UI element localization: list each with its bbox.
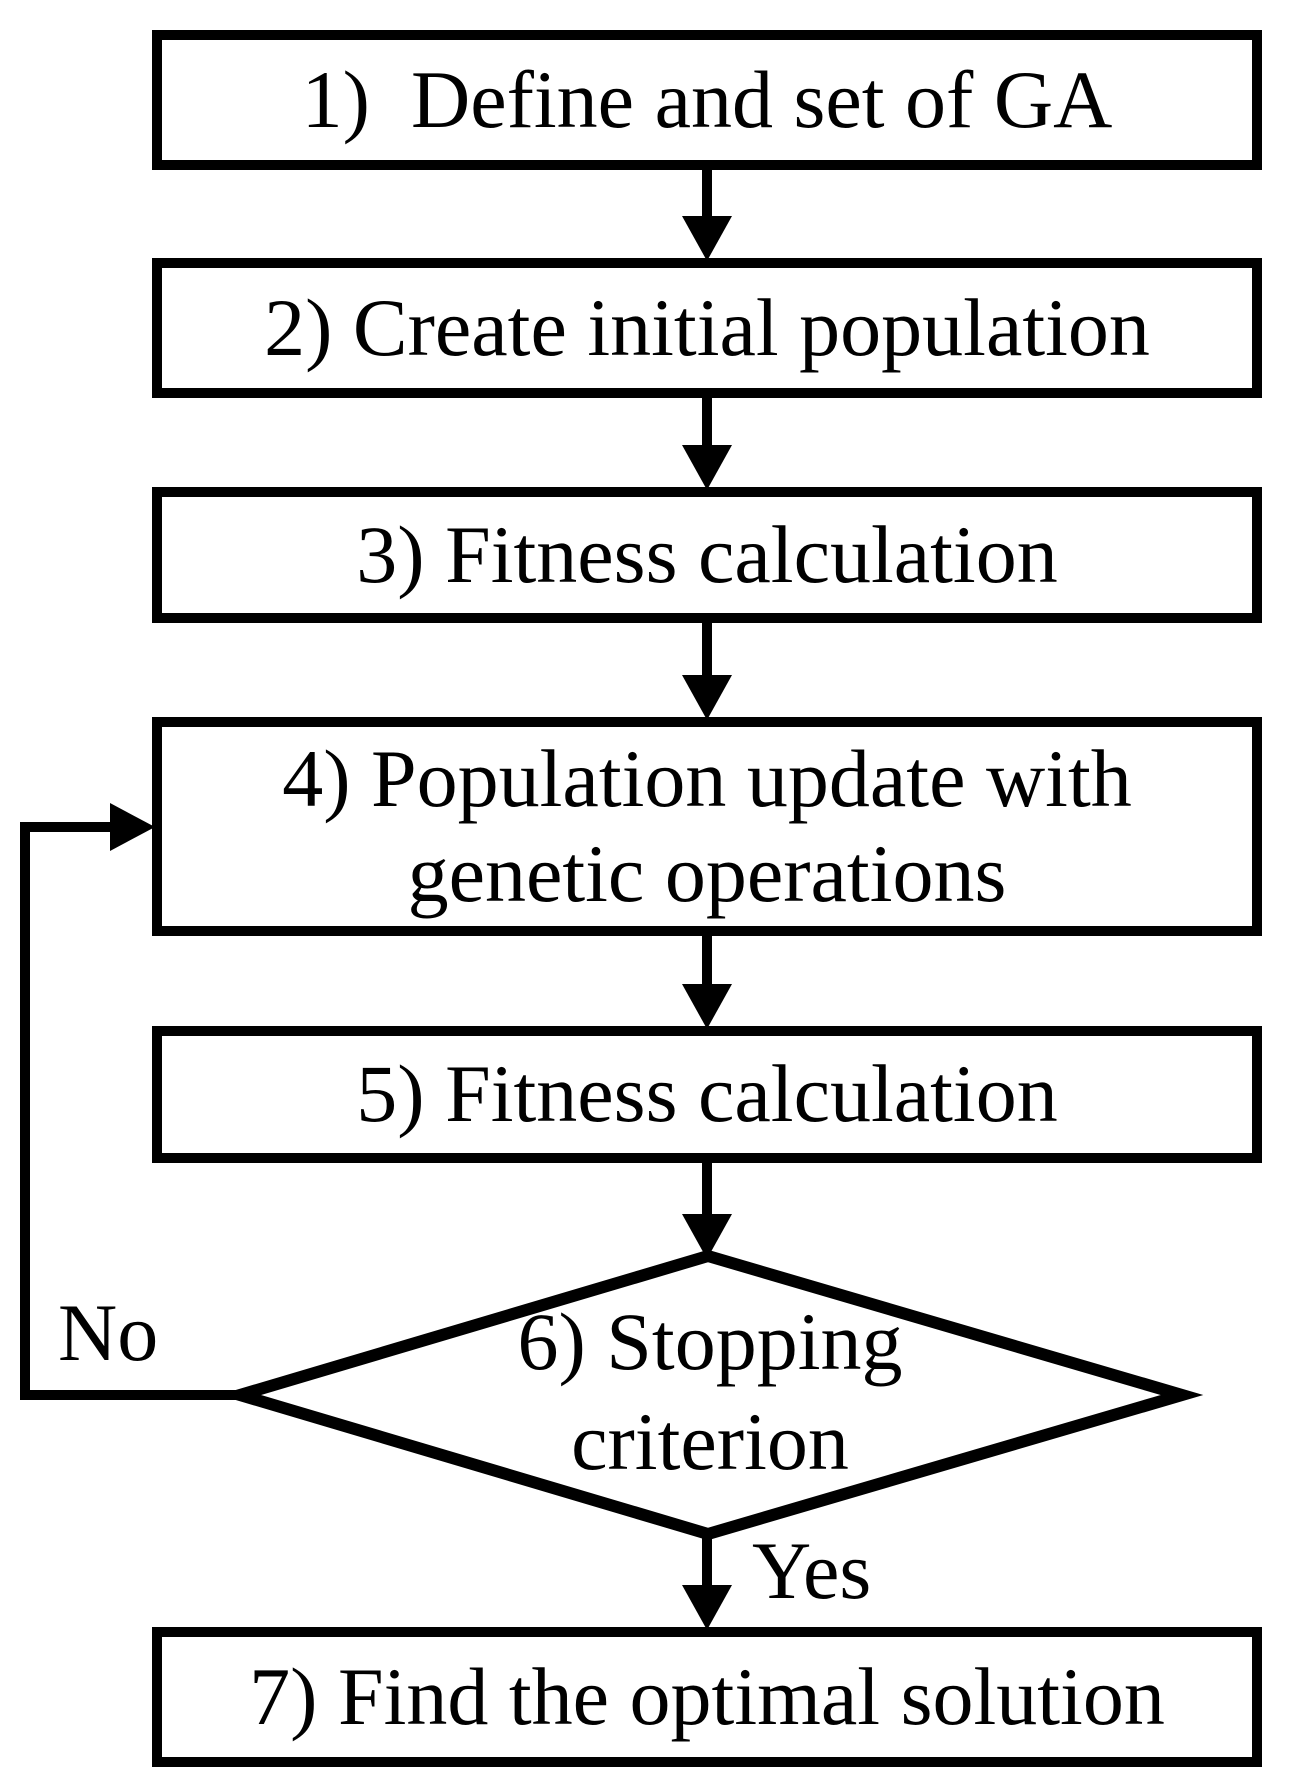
step-3-box: 3) Fitness calculation [152,487,1262,623]
step-3-label: 3) Fitness calculation [356,508,1058,600]
arrow-step2-step3 [682,396,732,490]
arrow-step5-step6 [682,1161,732,1259]
no-loop-arrowhead [110,803,155,851]
arrow-step3-step4 [682,621,732,720]
step-7-label: 7) Find the optimal solution [249,1650,1165,1742]
no-label: No [58,1287,159,1378]
no-loop-connector [20,803,240,1400]
arrow-step6-step7-yes [682,1531,732,1630]
step-6-label: 6) Stopping criterion [517,1296,903,1488]
step-2-label: 2) Create initial population [264,281,1150,373]
step-1-label: 1) Define and set of GA [301,53,1113,145]
step-1-box: 1) Define and set of GA [152,30,1262,170]
step-5-label: 5) Fitness calculation [356,1048,1058,1140]
arrow-step4-step5 [682,934,732,1029]
step-4-box: 4) Population update with genetic operat… [152,717,1262,936]
step-4-label: 4) Population update with genetic operat… [282,733,1132,919]
step-7-box: 7) Find the optimal solution [152,1627,1262,1767]
decision-diamond [218,1249,1204,1541]
yes-label: Yes [752,1525,872,1616]
arrow-step1-step2 [682,168,732,261]
step-6-decision: 6) Stopping criterion [340,1292,1080,1492]
step-2-box: 2) Create initial population [152,258,1262,398]
step-5-box: 5) Fitness calculation [152,1026,1262,1163]
